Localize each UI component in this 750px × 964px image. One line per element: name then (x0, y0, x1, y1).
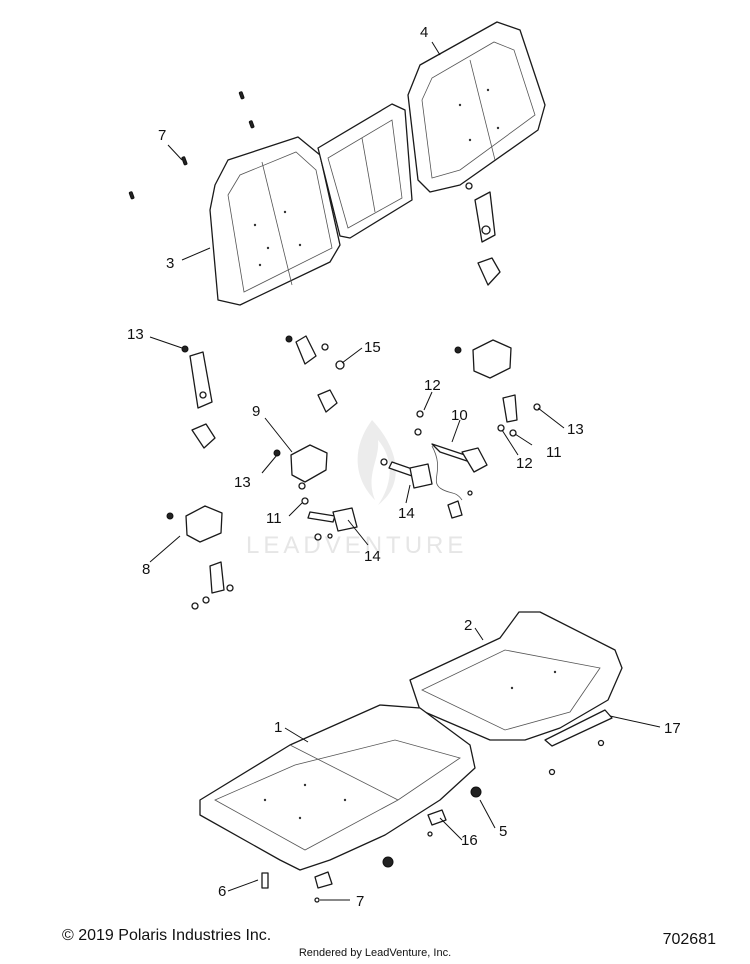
screws-upper (128, 91, 473, 200)
buckle-8 (166, 505, 223, 543)
callout-7-upper: 7 (158, 127, 166, 144)
callout-12-upper: 12 (424, 377, 441, 394)
callout-5: 5 (499, 823, 507, 840)
watermark-text: LEADVENTURE (246, 532, 467, 559)
belt-with-wire-10 (380, 410, 488, 519)
callout-7-lower: 7 (356, 893, 364, 910)
callout-11-left: 11 (266, 510, 282, 527)
callout-13-mid: 13 (234, 474, 251, 491)
callouts: 4 7 3 13 15 12 10 9 13 11 12 13 11 14 14… (127, 24, 681, 910)
callout-11-right: 11 (546, 444, 562, 461)
callout-13-right: 13 (567, 421, 584, 438)
callout-12-lower: 12 (516, 455, 533, 472)
callout-15: 15 (364, 339, 381, 356)
lower-hardware (261, 709, 613, 903)
buckle-upper-right (454, 339, 512, 379)
callout-8: 8 (142, 561, 150, 578)
leader-lines (149, 41, 661, 901)
seat-back-center (317, 103, 413, 239)
rendered-by-text: Rendered by LeadVenture, Inc. (298, 947, 452, 959)
buckle-with-strap-14-upper (388, 461, 433, 489)
seatbelt-retractor-upper (474, 191, 501, 286)
lower-anchor-bracket (191, 561, 234, 610)
anchor-bracket-15 (285, 335, 345, 413)
seat-back-right (407, 21, 546, 193)
callout-17: 17 (664, 720, 681, 737)
leadventure-watermark: LEADVENTURE (246, 420, 467, 559)
callout-9: 9 (252, 403, 260, 420)
seat-back-left (209, 136, 341, 306)
seat-cushion-1 (199, 704, 476, 871)
buckle-with-strap-14-lower (298, 482, 358, 541)
buckle-9 (273, 444, 328, 483)
callout-16: 16 (461, 832, 478, 849)
seatbelt-retractor-left (181, 345, 216, 449)
callout-4: 4 (420, 24, 428, 41)
callout-14-upper: 14 (398, 505, 415, 522)
callout-1: 1 (274, 719, 282, 736)
callout-14-lower: 14 (364, 548, 381, 565)
callout-10: 10 (451, 407, 468, 424)
seat-cushion-2 (409, 611, 623, 741)
callout-3: 3 (166, 255, 174, 272)
callout-6: 6 (218, 883, 226, 900)
callout-2: 2 (464, 617, 472, 634)
diagram-id: 702681 (662, 931, 716, 948)
bracket-right (497, 394, 541, 437)
callout-13-left: 13 (127, 326, 144, 343)
copyright-text: © 2019 Polaris Industries Inc. (62, 927, 272, 944)
